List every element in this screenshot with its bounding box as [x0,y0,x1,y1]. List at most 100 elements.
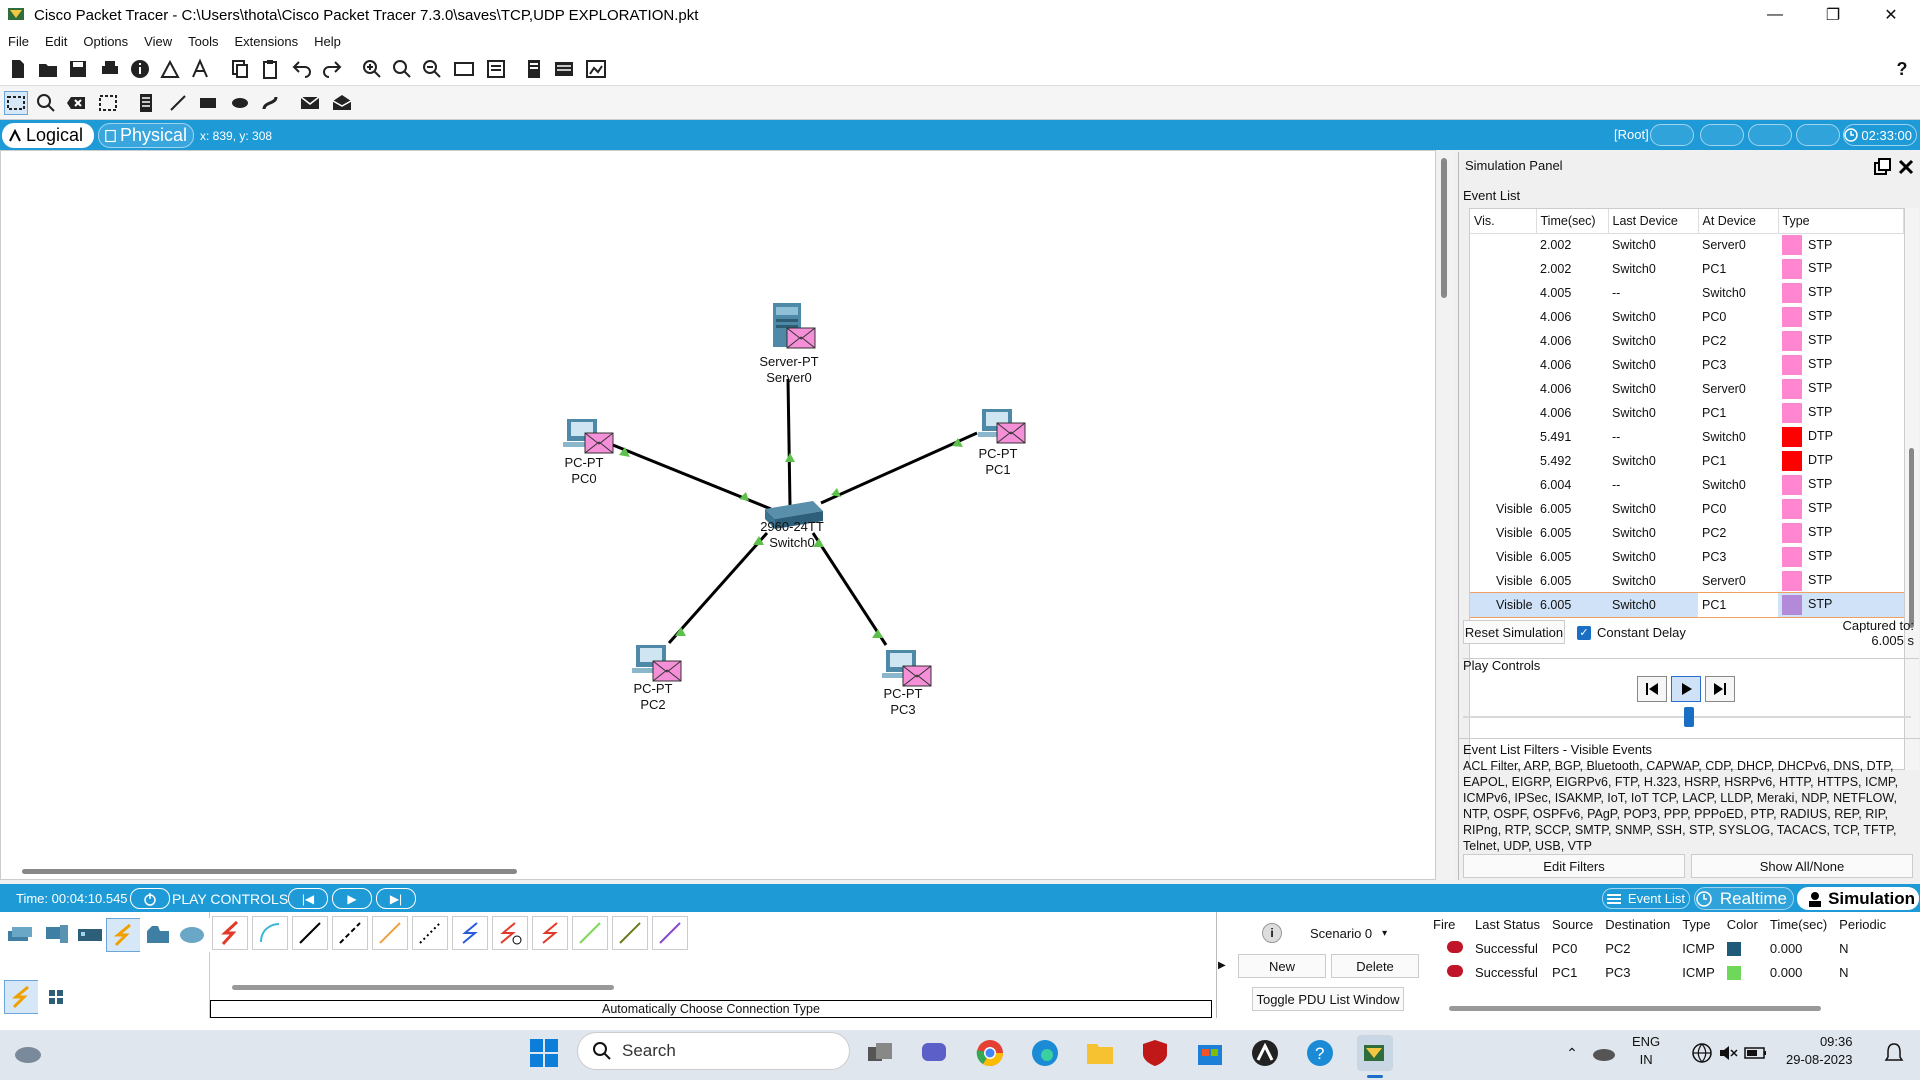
taskbar-search[interactable]: Search [577,1032,850,1070]
auto-connection-icon[interactable] [212,916,248,950]
info-icon[interactable] [128,57,152,81]
scenario-info-icon[interactable]: i [1262,923,1282,943]
misc-icon[interactable] [140,918,176,952]
edit-filters-button[interactable]: Edit Filters [1463,854,1685,878]
col-destination[interactable]: Destination [1605,916,1671,932]
freeform-icon[interactable] [258,91,282,115]
viewport-clock[interactable]: 02:33:00 [1843,124,1917,146]
drawing-palette-icon[interactable] [452,57,476,81]
menu-help[interactable]: Help [314,33,341,49]
new-file-icon[interactable] [6,57,30,81]
save-icon[interactable] [66,57,90,81]
pdu-envelope-icon[interactable] [996,422,1026,444]
workspace-horizontal-scrollbar[interactable] [22,869,517,874]
chevron-up-icon[interactable]: ⌃ [1566,1044,1578,1061]
switch0-icon[interactable] [765,501,823,529]
speed-slider[interactable] [1684,707,1694,727]
components-icon[interactable] [72,918,108,952]
globe-icon[interactable] [1684,1035,1720,1071]
realtime-mode-button[interactable]: Realtime [1694,887,1794,910]
language-indicator[interactable]: ENG IN [1632,1033,1660,1069]
event-list-button[interactable]: Event List [1602,888,1690,909]
draw-rectangle-icon[interactable] [196,91,220,115]
grid-icon[interactable] [38,980,74,1014]
col-color[interactable]: Color [1726,916,1758,932]
screenshot-icon[interactable] [584,57,608,81]
octal-cable-icon[interactable] [572,916,608,950]
select-icon[interactable] [4,91,28,115]
onedrive-icon[interactable] [1586,1035,1622,1071]
tab-logical[interactable]: Logical [2,123,94,148]
scenario-select[interactable]: Scenario 0 ▾ [1306,922,1400,944]
expand-arrow-icon[interactable]: ▶ [1218,960,1226,971]
edge-icon[interactable] [1027,1035,1063,1071]
pdu-envelope-icon[interactable] [652,660,682,682]
pdu-envelope-icon[interactable] [786,327,816,349]
back-step-icon[interactable]: |◀ [288,888,328,909]
activity-wizard-icon[interactable] [158,57,182,81]
console-cable-icon[interactable] [252,916,288,950]
packet-tracer-taskbar-icon[interactable] [1357,1035,1393,1071]
col-vis[interactable]: Vis. [1470,209,1537,234]
col-at-device[interactable]: At Device [1698,209,1779,234]
zoom-reset-icon[interactable] [390,57,414,81]
pdu-list-scrollbar[interactable] [1449,1006,1821,1011]
workspace-vertical-scrollbar[interactable] [1437,150,1455,880]
fire-icon[interactable] [1447,964,1463,977]
file-explorer-icon[interactable] [1082,1035,1118,1071]
view-command-log-icon[interactable] [522,57,546,81]
root-label[interactable]: [Root] [1614,127,1649,142]
help-app-icon[interactable]: ? [1302,1035,1338,1071]
copper-straight-icon[interactable] [292,916,328,950]
iot-cable-icon[interactable] [612,916,648,950]
close-button[interactable]: ✕ [1884,7,1898,24]
network-devices-icon[interactable] [2,918,38,952]
weather-icon[interactable] [10,1035,46,1071]
menu-edit[interactable]: Edit [44,33,68,49]
minimize-button[interactable]: — [1767,6,1783,23]
app-icon[interactable] [1247,1035,1283,1071]
play-icon[interactable]: ▶ [332,888,372,909]
taskbar-clock[interactable]: 09:36 29-08-2023 [1786,1033,1853,1069]
paste-icon[interactable] [258,57,282,81]
open-folder-icon[interactable] [36,57,60,81]
copper-crossover-icon[interactable] [332,916,368,950]
move-object-icon[interactable] [1748,124,1792,146]
end-devices-icon[interactable] [38,918,74,952]
delete-icon[interactable] [64,91,88,115]
pdu-envelope-icon[interactable] [584,432,614,454]
connections-scrollbar[interactable] [232,985,614,990]
power-cycle-icon[interactable] [130,888,170,909]
chrome-icon[interactable] [972,1035,1008,1071]
show-all-none-button[interactable]: Show All/None [1691,854,1913,878]
add-complex-pdu-icon[interactable] [330,91,354,115]
multiuser-icon[interactable] [174,918,210,952]
event-list-scrollbar[interactable] [1905,208,1919,770]
fire-icon[interactable] [1447,940,1463,953]
forward-step-icon[interactable]: ▶| [376,888,416,909]
tab-physical[interactable]: Physical [98,123,194,148]
task-view-icon[interactable] [862,1035,898,1071]
zoom-out-icon[interactable] [420,57,444,81]
print-icon[interactable] [98,57,122,81]
copy-icon[interactable] [228,57,252,81]
zoom-in-icon[interactable] [360,57,384,81]
serial-dce-icon[interactable] [492,916,528,950]
col-time[interactable]: Time(sec) [1769,916,1828,932]
place-note-icon[interactable] [134,91,158,115]
serial-dte-icon[interactable] [532,916,568,950]
notifications-icon[interactable] [1876,1035,1912,1071]
chat-icon[interactable] [916,1035,952,1071]
menu-options[interactable]: Options [83,33,129,49]
